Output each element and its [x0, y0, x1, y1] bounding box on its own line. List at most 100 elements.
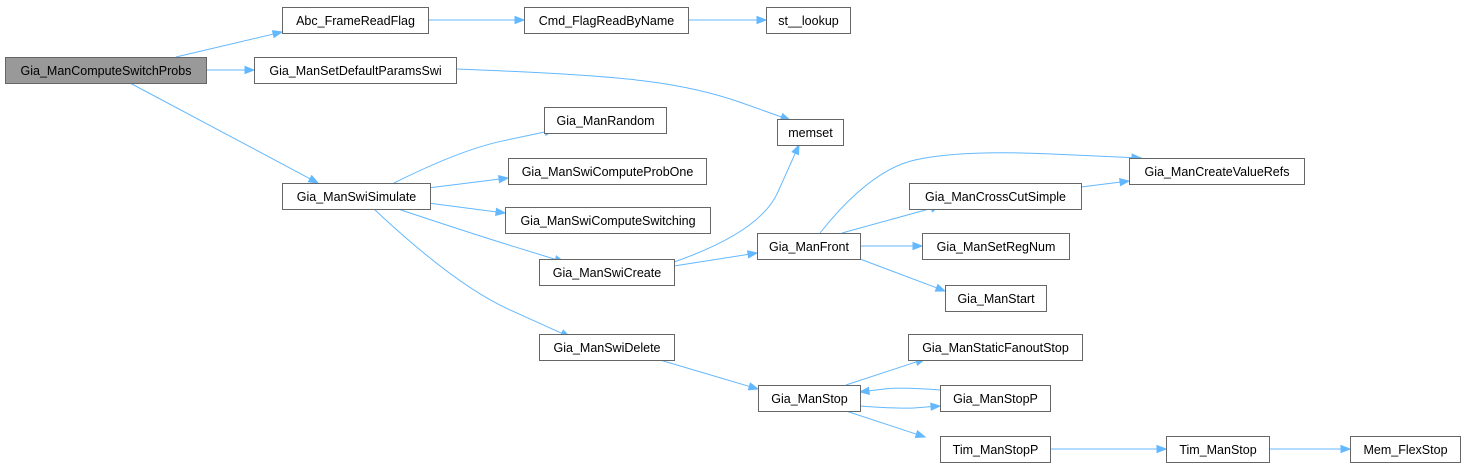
node-box[interactable] — [544, 107, 667, 134]
node-gia-mansetdefaultparamsswi[interactable]: Gia_ManSetDefaultParamsSwi — [254, 57, 457, 84]
node-box[interactable] — [945, 285, 1047, 312]
node-abc-framereadflag[interactable]: Abc_FrameReadFlag — [282, 7, 429, 34]
edge-gia-manfront-to-gia-mansetregnum — [860, 241, 924, 251]
node-label: Gia_ManSetDefaultParamsSwi — [269, 64, 441, 78]
node-tim-manstop[interactable]: Tim_ManStop — [1166, 436, 1270, 463]
node-tim-manstopp[interactable]: Tim_ManStopP — [940, 436, 1051, 463]
node-box[interactable] — [254, 57, 457, 84]
edge-line — [397, 208, 556, 260]
node-gia-manswidelete[interactable]: Gia_ManSwiDelete — [539, 334, 675, 361]
arrowhead-icon — [756, 15, 768, 25]
edge-line — [859, 405, 932, 409]
node-label: Gia_ManStart — [957, 292, 1035, 306]
arrowhead-icon — [495, 207, 507, 216]
arrowhead-icon — [1156, 444, 1168, 454]
node-gia-mansetregnum[interactable]: Gia_ManSetRegNum — [922, 233, 1070, 260]
node-box[interactable] — [757, 233, 861, 260]
node-box[interactable] — [940, 385, 1051, 412]
edge-line — [673, 253, 749, 267]
node-gia-mancreatevaluerefs[interactable]: Gia_ManCreateValueRefs — [1129, 158, 1305, 185]
node-box[interactable] — [505, 207, 711, 234]
node-gia-mancrosscutsimple[interactable]: Gia_ManCrossCutSimple — [909, 183, 1082, 210]
edge-line — [841, 207, 932, 234]
node-gia-manswicomputeswitching[interactable]: Gia_ManSwiComputeSwitching — [505, 207, 711, 234]
edge-gia-manswidelete-to-gia-manstop — [659, 359, 760, 391]
edge-cmd-flagreadbyname-to-st-lookup — [688, 15, 768, 25]
arrowhead-icon — [912, 241, 924, 251]
edge-line — [427, 178, 500, 189]
node-label: Tim_ManStopP — [953, 443, 1039, 457]
node-box[interactable] — [922, 233, 1070, 260]
edge-line — [175, 33, 274, 58]
arrowhead-icon — [930, 402, 942, 411]
node-label: Tim_ManStop — [1179, 443, 1256, 457]
node-label: Gia_ManStaticFanoutStop — [922, 341, 1069, 355]
edge-tim-manstopp-to-tim-manstop — [1050, 444, 1168, 454]
root-node-box[interactable] — [5, 57, 207, 84]
node-box[interactable] — [539, 334, 675, 361]
node-box[interactable] — [524, 7, 689, 34]
node-label: Gia_ManSwiSimulate — [297, 190, 417, 204]
edge-line — [427, 202, 497, 213]
edge-line — [673, 153, 796, 263]
edge-gia-mancomputeswitchprobs-to-gia-mansetdefaultparamsswi — [206, 65, 256, 75]
node-label: Gia_ManRandom — [557, 114, 655, 128]
edge-abc-framereadflag-to-cmd-flagreadbyname — [428, 15, 526, 25]
edge-gia-manswisimulate-to-gia-manswicomputeswitching — [427, 202, 507, 216]
node-mem-flexstop[interactable]: Mem_FlexStop — [1350, 436, 1461, 463]
edge-line — [393, 131, 546, 184]
node-gia-mancomputeswitchprobs[interactable]: Gia_ManComputeSwitchProbs — [5, 57, 207, 84]
node-box[interactable] — [909, 183, 1082, 210]
node-box[interactable] — [1166, 436, 1270, 463]
arrowhead-icon — [934, 283, 947, 292]
node-label: st__lookup — [778, 14, 839, 28]
node-gia-manrandom[interactable]: Gia_ManRandom — [544, 107, 667, 134]
node-gia-manswisimulate[interactable]: Gia_ManSwiSimulate — [282, 183, 431, 210]
node-box[interactable] — [282, 183, 431, 210]
arrowhead-icon — [791, 143, 800, 156]
node-st-lookup[interactable]: st__lookup — [766, 7, 851, 34]
node-box[interactable] — [508, 158, 707, 185]
edge-gia-manstop-to-gia-manstaticfanoutstop — [845, 357, 927, 386]
node-box[interactable] — [777, 119, 844, 146]
node-gia-manfront[interactable]: Gia_ManFront — [757, 233, 861, 260]
arrowhead-icon — [747, 382, 760, 391]
arrowhead-icon — [1340, 444, 1352, 454]
edge-gia-mancrosscutsimple-to-gia-mancreatevaluerefs — [1080, 177, 1131, 188]
node-label: Gia_ManCreateValueRefs — [1145, 165, 1290, 179]
node-label: Gia_ManSwiDelete — [554, 341, 661, 355]
node-label: Gia_ManSwiComputeProbOne — [522, 165, 694, 179]
call-graph-edges — [129, 15, 1352, 454]
edge-gia-manfront-to-gia-manstart — [859, 258, 947, 292]
node-gia-manswicomputeprobone[interactable]: Gia_ManSwiComputeProbOne — [508, 158, 707, 185]
node-label: Gia_ManComputeSwitchProbs — [21, 64, 192, 78]
node-label: Gia_ManStopP — [953, 392, 1038, 406]
arrowhead-icon — [244, 65, 256, 75]
edge-gia-manstopp-to-gia-manstop — [858, 386, 941, 396]
edge-line — [455, 68, 782, 118]
edge-gia-mancomputeswitchprobs-to-gia-manswisimulate — [129, 82, 320, 184]
node-cmd-flagreadbyname[interactable]: Cmd_FlagReadByName — [524, 7, 689, 34]
node-gia-manstart[interactable]: Gia_ManStart — [945, 285, 1047, 312]
node-box[interactable] — [908, 334, 1083, 361]
node-gia-manswicreate[interactable]: Gia_ManSwiCreate — [539, 259, 675, 286]
call-graph-nodes: Gia_ManComputeSwitchProbs Abc_FrameReadFl… — [5, 7, 1461, 463]
arrowhead-icon — [914, 430, 927, 439]
node-box[interactable] — [1129, 158, 1305, 185]
node-gia-manstop[interactable]: Gia_ManStop — [758, 385, 861, 412]
node-box[interactable] — [282, 7, 429, 34]
edge-gia-manstop-to-gia-manstopp — [859, 402, 942, 411]
node-box[interactable] — [1350, 436, 1461, 463]
node-gia-manstopp[interactable]: Gia_ManStopP — [940, 385, 1051, 412]
node-label: Gia_ManFront — [769, 240, 849, 254]
node-box[interactable] — [766, 7, 851, 34]
node-memset[interactable]: memset — [777, 119, 844, 146]
arrowhead-icon — [746, 250, 759, 259]
node-label: Cmd_FlagReadByName — [539, 14, 675, 28]
node-gia-manstaticfanoutstop[interactable]: Gia_ManStaticFanoutStop — [908, 334, 1083, 361]
node-box[interactable] — [758, 385, 861, 412]
node-box[interactable] — [940, 436, 1051, 463]
edge-line — [845, 361, 917, 386]
node-box[interactable] — [539, 259, 675, 286]
